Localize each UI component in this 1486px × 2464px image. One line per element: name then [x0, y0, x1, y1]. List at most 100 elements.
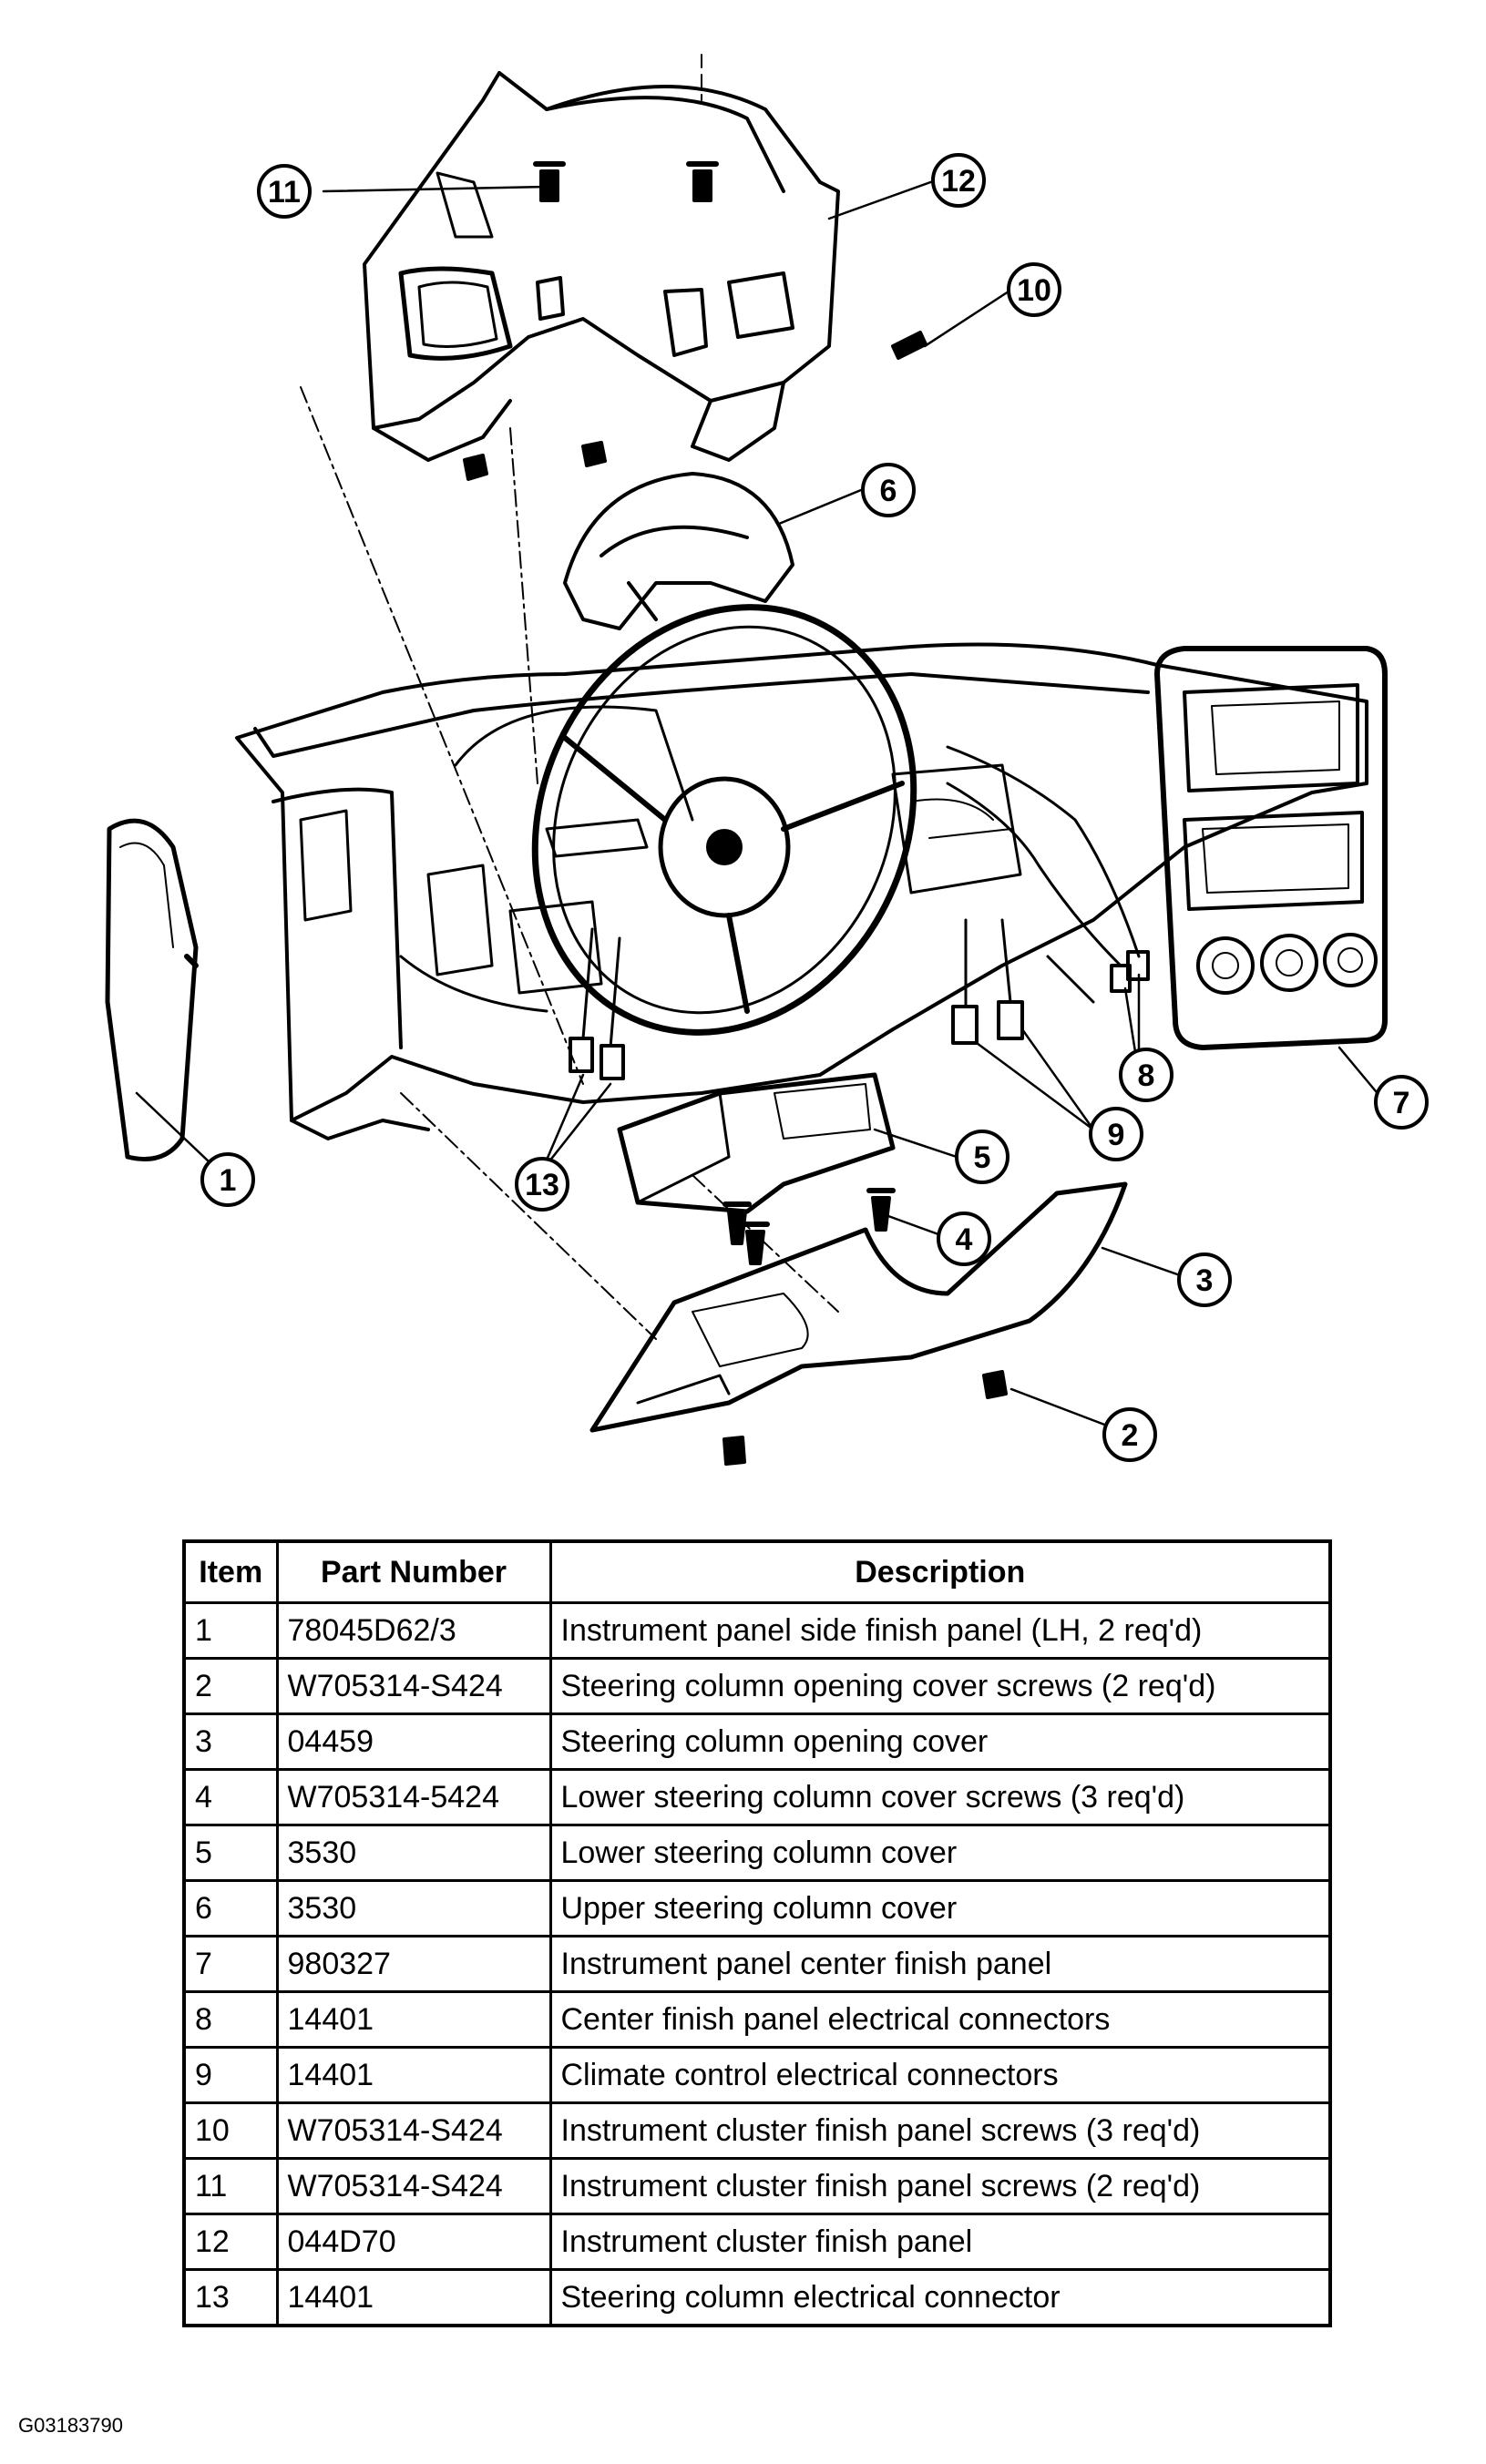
center-finish-panel: [1154, 646, 1388, 1050]
svg-text:8: 8: [1138, 1058, 1155, 1093]
screw-under-panel-b: [581, 441, 607, 467]
cell-part-number: 980327: [275, 1935, 552, 1993]
lower-steering-column-cover: [617, 1072, 896, 1214]
callout-11: 11: [257, 164, 312, 219]
cell-description: Steering column electrical connector: [548, 2268, 1332, 2327]
cell-item: 5: [182, 1824, 279, 1882]
callout-8: 8: [1119, 1048, 1173, 1102]
cell-item: 8: [182, 1990, 279, 2049]
cell-part-number: W705314-5424: [275, 1768, 552, 1826]
screw-under-panel-a: [463, 454, 488, 481]
cell-item: 11: [182, 2157, 279, 2215]
svg-text:11: 11: [268, 175, 301, 210]
cell-description: Upper steering column cover: [548, 1879, 1332, 1937]
screw-4c: [741, 1222, 770, 1265]
svg-text:7: 7: [1393, 1086, 1410, 1120]
callout-9: 9: [1089, 1107, 1143, 1161]
cell-description: Steering column opening cover: [548, 1713, 1332, 1771]
cell-description: Center finish panel electrical connector…: [548, 1990, 1332, 2049]
svg-text:9: 9: [1108, 1118, 1125, 1152]
callout-7: 7: [1374, 1075, 1429, 1130]
svg-text:6: 6: [880, 474, 897, 508]
cell-part-number: 044D70: [275, 2213, 552, 2271]
screw-4b: [866, 1188, 896, 1232]
cell-description: Instrument cluster finish panel screws (…: [548, 2101, 1332, 2160]
cell-description: Instrument panel side finish panel (LH, …: [548, 1601, 1332, 1660]
exploded-view-diagram: 1 2 3 4 5 6 7 8 9 10 11 12 13: [105, 54, 1429, 1466]
callout-13: 13: [515, 1157, 569, 1212]
cell-description: Climate control electrical connectors: [548, 2046, 1332, 2104]
cell-item: 1: [182, 1601, 279, 1660]
cell-item: 2: [182, 1657, 279, 1715]
side-finish-panel: [105, 818, 199, 1161]
cell-part-number: W705314-S424: [275, 1657, 552, 1715]
steering-column-opening-cover: [589, 1181, 1128, 1433]
screw-2b: [723, 1436, 746, 1466]
cell-part-number: W705314-S424: [275, 2101, 552, 2160]
cell-part-number: 3530: [275, 1824, 552, 1882]
connector-9a: [951, 1005, 979, 1045]
cell-item: 9: [182, 2046, 279, 2104]
screw-11a: [533, 161, 566, 202]
connector-9b: [997, 1000, 1024, 1040]
svg-text:10: 10: [1017, 273, 1051, 308]
cell-part-number: 78045D62/3: [275, 1601, 552, 1660]
screw-11b: [686, 161, 719, 202]
connector-13a: [569, 1037, 594, 1073]
alignment-lines: [300, 386, 839, 1340]
steering-wheel: [531, 604, 917, 1036]
svg-text:13: 13: [525, 1168, 559, 1202]
callout-12: 12: [931, 153, 986, 208]
table-header-row: Item Part Number Description: [182, 1539, 1332, 1604]
upper-steering-column-cover: [563, 472, 794, 630]
screw-2a: [982, 1370, 1008, 1399]
cell-item: 6: [182, 1879, 279, 1937]
cell-item: 3: [182, 1713, 279, 1771]
svg-text:2: 2: [1122, 1418, 1139, 1453]
svg-text:1: 1: [220, 1163, 237, 1198]
callout-4: 4: [937, 1212, 991, 1266]
header-description: Description: [548, 1539, 1332, 1604]
cell-item: 12: [182, 2213, 279, 2271]
cell-item: 13: [182, 2268, 279, 2327]
header-item: Item: [182, 1539, 279, 1604]
instrument-cluster-finish-panel: [363, 71, 840, 462]
callout-2: 2: [1102, 1407, 1157, 1462]
svg-text:12: 12: [941, 164, 976, 199]
cell-part-number: 04459: [275, 1713, 552, 1771]
callout-5: 5: [955, 1130, 1009, 1184]
cell-description: Instrument cluster finish panel screws (…: [548, 2157, 1332, 2215]
cell-description: Instrument panel center finish panel: [548, 1935, 1332, 1993]
cell-part-number: 14401: [275, 2268, 552, 2327]
svg-text:3: 3: [1196, 1263, 1214, 1298]
callout-3: 3: [1177, 1252, 1232, 1307]
cell-description: Instrument cluster finish panel: [548, 2213, 1332, 2271]
wiring-harnesses: [581, 745, 1141, 1049]
cell-description: Lower steering column cover screws (3 re…: [548, 1768, 1332, 1826]
cell-item: 4: [182, 1768, 279, 1826]
svg-text:5: 5: [974, 1140, 991, 1175]
cell-part-number: 3530: [275, 1879, 552, 1937]
screw-4a: [723, 1201, 752, 1245]
cell-item: 7: [182, 1935, 279, 1993]
callout-10: 10: [1007, 262, 1061, 317]
connector-8b: [1110, 964, 1132, 993]
cell-description: Steering column opening cover screws (2 …: [548, 1657, 1332, 1715]
screw-10: [891, 331, 927, 360]
cell-part-number: 14401: [275, 2046, 552, 2104]
cell-description: Lower steering column cover: [548, 1824, 1332, 1882]
callout-1: 1: [200, 1152, 255, 1207]
svg-text:4: 4: [956, 1222, 973, 1257]
